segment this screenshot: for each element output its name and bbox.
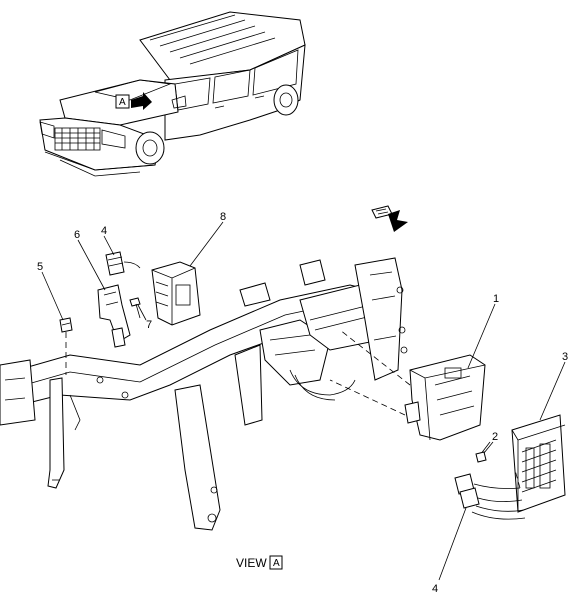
module-part-8 (151, 261, 201, 326)
callout-1: 1 (493, 293, 499, 305)
callout-8: 8 (220, 211, 226, 223)
vehicle-illustration: A (39, 11, 306, 177)
view-letter-box (269, 555, 283, 570)
bracket-part-6 (97, 284, 131, 348)
connector-part-4-upper (105, 251, 141, 276)
view-arrow-icon (131, 92, 152, 110)
view-letter: A (273, 558, 280, 569)
callout-3: 3 (562, 351, 568, 363)
callout-4-upper: 4 (101, 225, 107, 237)
vehicle-view-marker-letter: A (119, 97, 126, 108)
cross-car-beam (0, 257, 408, 531)
callout-5: 5 (37, 261, 43, 273)
projection-line (329, 379, 406, 416)
harness-part-4 (454, 469, 526, 520)
callout-4-lower: 4 (432, 583, 438, 595)
callout-6: 6 (74, 229, 80, 241)
forward-direction-icon (371, 205, 408, 232)
screw-part-7 (129, 297, 141, 319)
callout-2: 2 (492, 431, 498, 443)
leader-lines (41, 221, 566, 581)
view-label: VIEW A (236, 555, 283, 570)
view-label-text: VIEW (236, 556, 267, 570)
bolt-part-2 (475, 441, 491, 463)
clip-part-5 (59, 317, 73, 375)
projection-line (339, 329, 411, 386)
bracket-part-1 (404, 354, 486, 441)
vehicle-view-marker (115, 94, 130, 109)
module-part-3 (511, 414, 566, 513)
callout-7: 7 (146, 319, 152, 331)
